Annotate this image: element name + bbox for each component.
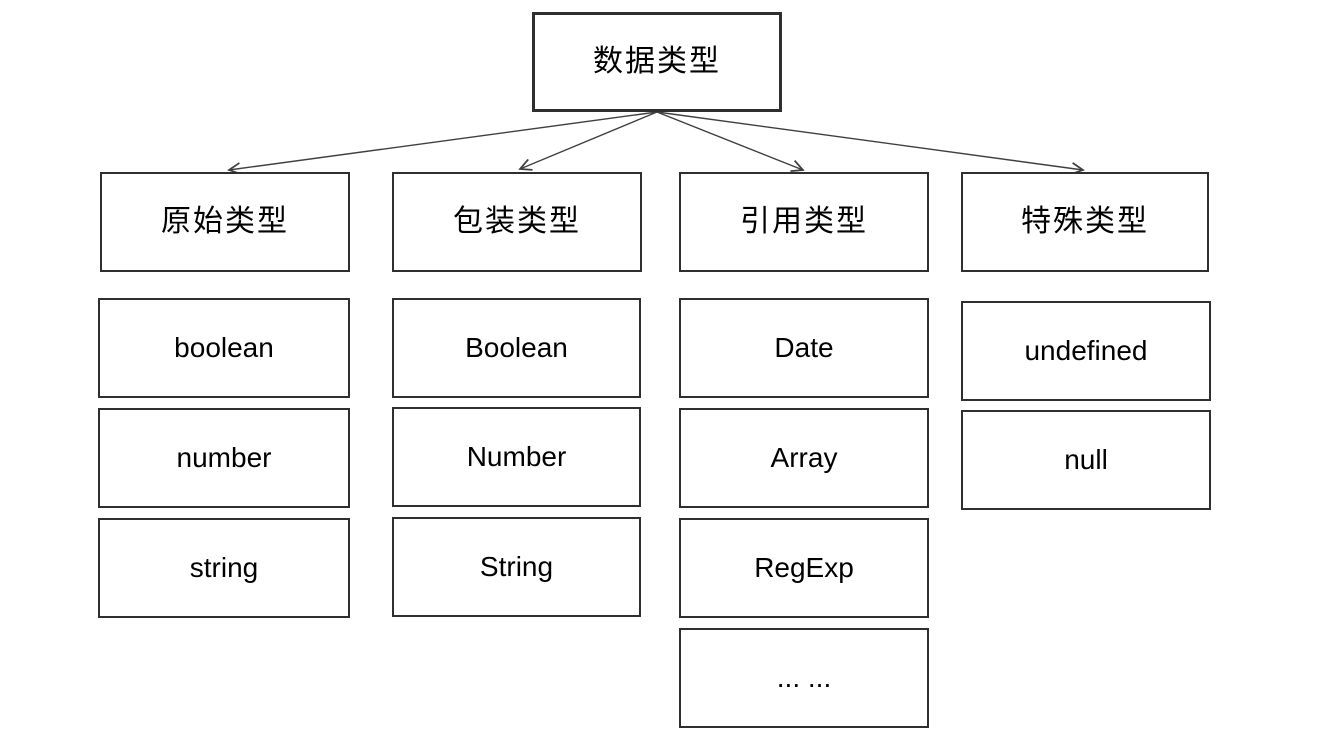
node-primitive-types: 原始类型 xyxy=(100,172,350,272)
node-array: Array xyxy=(679,408,929,508)
node-undefined: undefined xyxy=(961,301,1211,401)
node-string: string xyxy=(98,518,350,618)
node-wrapper-types-label: 包装类型 xyxy=(453,205,581,238)
node-special-types: 特殊类型 xyxy=(961,172,1209,272)
node-number-label: number xyxy=(176,442,272,473)
node-date: Date xyxy=(679,298,929,398)
node-null: null xyxy=(961,410,1211,510)
node-null-label: null xyxy=(1064,444,1108,475)
node-string-label: string xyxy=(189,552,259,583)
node-array-label: Array xyxy=(770,442,838,473)
node-regexp-label: RegExp xyxy=(754,552,854,583)
node-primitive-types-label: 原始类型 xyxy=(161,205,289,238)
node-more-ellipsis-label: ... ... xyxy=(776,662,832,693)
node-number-wrapper: Number xyxy=(392,407,641,507)
node-string-wrapper: String xyxy=(392,517,641,617)
node-boolean-wrapper: Boolean xyxy=(392,298,641,398)
node-string-wrapper-label: String xyxy=(479,551,554,582)
node-more-ellipsis: ... ... xyxy=(679,628,929,728)
node-reference-types-label: 引用类型 xyxy=(740,205,868,238)
node-data-types: 数据类型 xyxy=(532,12,782,112)
node-boolean-label: boolean xyxy=(174,332,274,363)
node-number-wrapper-label: Number xyxy=(466,441,567,472)
arrow-root-to-reference xyxy=(656,111,803,170)
arrow-root-to-primitive xyxy=(229,111,658,170)
node-special-types-label: 特殊类型 xyxy=(1021,205,1149,238)
node-boolean: boolean xyxy=(98,298,350,398)
node-regexp: RegExp xyxy=(679,518,929,618)
node-boolean-wrapper-label: Boolean xyxy=(465,332,568,363)
node-data-types-label: 数据类型 xyxy=(593,45,721,78)
node-date-label: Date xyxy=(774,332,834,363)
arrow-root-to-wrapper xyxy=(520,111,658,169)
arrow-root-to-special xyxy=(656,111,1083,170)
node-number: number xyxy=(98,408,350,508)
node-wrapper-types: 包装类型 xyxy=(392,172,642,272)
node-reference-types: 引用类型 xyxy=(679,172,929,272)
node-undefined-label: undefined xyxy=(1024,335,1148,366)
